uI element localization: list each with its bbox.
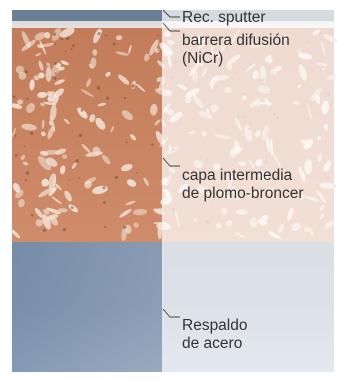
bronze-dark-grain	[81, 109, 84, 112]
bronze-dark-grain	[31, 214, 34, 217]
bronze-dark-grain	[124, 97, 126, 99]
bronze-dark-grain	[65, 51, 67, 53]
bronze-dark-grain	[25, 70, 28, 73]
bronze-dark-grain	[54, 43, 56, 45]
bronze-dark-grain	[24, 145, 25, 146]
bronze-dark-grain	[79, 134, 82, 137]
bronze-dark-grain	[125, 141, 127, 143]
bronze-dark-grain	[97, 86, 101, 90]
bronze-dark-grain	[106, 97, 109, 100]
bronze-dark-grain	[26, 98, 28, 100]
bronze-dark-grain	[104, 226, 106, 228]
bronze-dark-grain	[105, 35, 107, 37]
bronze-dark-grain	[79, 177, 81, 179]
bronze-dark-grain	[102, 120, 103, 121]
label-bronze: capa intermedia de plomo-broncer	[182, 167, 303, 202]
bronze-dark-grain	[25, 179, 27, 181]
bronze-fleck	[46, 67, 52, 82]
bronze-dark-grain	[71, 206, 74, 209]
bronze-dark-grain	[68, 179, 69, 180]
bronze-dark-grain	[30, 132, 33, 135]
bronze-dark-grain	[151, 143, 153, 145]
bronze-dark-grain	[26, 171, 30, 175]
bronze-dark-grain	[131, 84, 134, 87]
bronze-dark-grain	[55, 72, 57, 74]
bronze-dark-grain	[75, 159, 79, 163]
bronze-dark-grain	[113, 43, 116, 46]
bronze-dark-grain	[13, 95, 16, 98]
bronze-dark-grain	[54, 62, 57, 65]
label-sputter: Rec. sputter	[182, 9, 266, 26]
label-steel: Respaldo de acero	[182, 317, 252, 352]
bronze-dark-grain	[102, 186, 105, 189]
bronze-dark-grain	[103, 201, 106, 204]
bronze-dark-grain	[115, 176, 118, 179]
bronze-dark-grain	[98, 32, 101, 35]
bronze-dark-grain	[136, 172, 138, 174]
bronze-dark-grain	[157, 35, 159, 37]
bronze-dark-grain	[66, 37, 69, 40]
bronze-dark-grain	[123, 226, 126, 229]
bronze-dark-grain	[157, 50, 159, 52]
bronze-dark-grain	[53, 33, 56, 36]
bronze-dark-grain	[15, 154, 18, 157]
bronze-dark-grain	[72, 44, 75, 47]
bronze-dark-grain	[63, 228, 66, 231]
bronze-dark-grain	[61, 38, 63, 40]
bronze-dark-grain	[43, 229, 46, 232]
bronze-dark-grain	[70, 48, 72, 50]
steel-backing-shade	[12, 242, 164, 372]
bronze-dark-grain	[54, 77, 57, 80]
bronze-dark-grain	[15, 135, 17, 137]
